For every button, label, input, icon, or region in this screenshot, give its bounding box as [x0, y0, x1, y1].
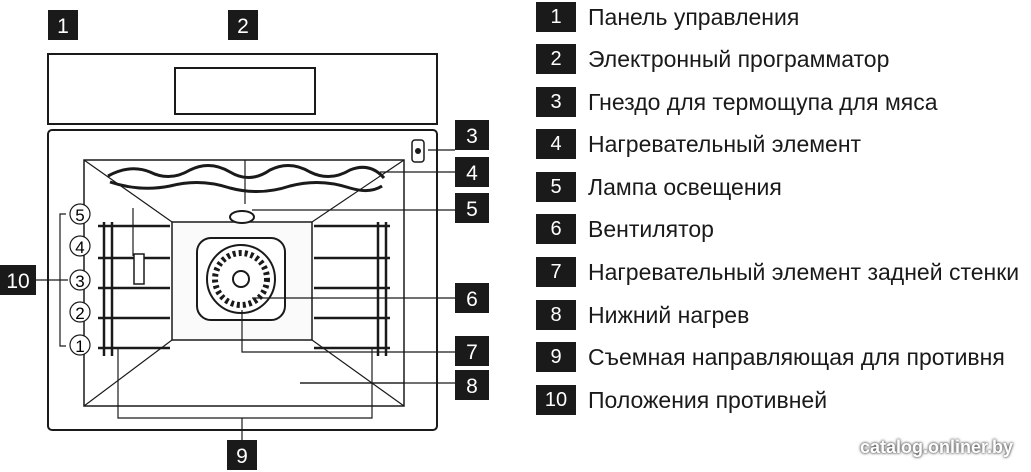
legend-label: Вентилятор	[588, 215, 714, 242]
legend-label: Гнездо для термощупа для мяса	[588, 88, 938, 115]
legend-number: 6	[536, 214, 576, 244]
callout-10: 10	[0, 265, 36, 295]
watermark: catalog.onliner.by	[859, 437, 1013, 457]
legend-item: 3 Гнездо для термощупа для мяса	[536, 87, 938, 117]
legend-number: 9	[536, 342, 576, 372]
legend-label: Нижний нагрев	[588, 301, 750, 328]
callout-4: 4	[455, 157, 489, 187]
legend-item: 8 Нижний нагрев	[536, 300, 749, 330]
shelf-support-right	[314, 222, 390, 356]
shelf-position-3: 3	[69, 269, 91, 291]
top-heating-element	[107, 164, 386, 193]
shelf-position-2: 2	[69, 301, 91, 323]
callout-5: 5	[455, 193, 489, 223]
svg-text:2: 2	[237, 15, 249, 38]
legend-number: 4	[536, 129, 576, 159]
legend-label: Съемная направляющая для противня	[588, 343, 1005, 370]
svg-text:9: 9	[236, 445, 248, 468]
oven-diagram: 5 4 3 2 1 1 2 3	[0, 10, 489, 470]
svg-text:10: 10	[6, 270, 29, 293]
legend-number: 3	[536, 87, 576, 117]
callout-3: 3	[455, 120, 489, 150]
legend-item: 6 Вентилятор	[536, 214, 714, 244]
legend-label: Нагревательный элемент	[588, 130, 862, 157]
callout-1: 1	[48, 10, 78, 40]
callout-6: 6	[455, 283, 489, 313]
legend-label: Положения противней	[588, 386, 828, 413]
svg-text:5: 5	[75, 206, 84, 225]
rear-element-bracket	[133, 253, 145, 285]
svg-text:4: 4	[75, 238, 84, 257]
fan-icon	[196, 237, 286, 321]
svg-text:2: 2	[75, 304, 84, 323]
svg-text:6: 6	[466, 288, 478, 311]
legend-number: 1	[536, 2, 576, 32]
legend-item: 10 Положения противней	[536, 385, 827, 415]
callout-2: 2	[228, 10, 258, 40]
legend-label: Панель управления	[588, 3, 800, 30]
svg-text:3: 3	[466, 125, 478, 148]
lamp	[229, 210, 255, 224]
legend-item: 1 Панель управления	[536, 2, 799, 32]
legend-item: 5 Лампа освещения	[536, 172, 782, 202]
svg-text:1: 1	[57, 15, 69, 38]
svg-text:1: 1	[75, 337, 84, 356]
legend-number: 10	[536, 385, 576, 415]
legend-label: Нагревательный элемент задней стенки	[588, 258, 1020, 285]
callout-9: 9	[227, 440, 257, 470]
legend-number: 2	[536, 44, 576, 74]
legend-number: 8	[536, 300, 576, 330]
svg-text:3: 3	[75, 272, 84, 291]
legend-item: 2 Электронный программатор	[536, 44, 889, 74]
legend-number: 5	[536, 172, 576, 202]
shelf-position-1: 1	[69, 334, 91, 356]
legend-label: Электронный программатор	[588, 45, 890, 72]
svg-text:7: 7	[466, 341, 478, 364]
shelf-position-5: 5	[69, 203, 91, 225]
legend-number: 7	[536, 257, 576, 287]
shelf-position-4: 4	[69, 235, 91, 257]
legend-item: 4 Нагревательный элемент	[536, 129, 861, 159]
svg-text:5: 5	[466, 198, 478, 221]
svg-text:4: 4	[466, 162, 478, 185]
legend-item: 9 Съемная направляющая для противня	[536, 342, 1005, 372]
meat-probe-socket-icon	[411, 139, 425, 163]
callout-8: 8	[455, 370, 489, 400]
svg-text:8: 8	[466, 375, 478, 398]
callout-7: 7	[455, 336, 489, 366]
programmer-display	[174, 67, 316, 115]
legend-item: 7 Нагревательный элемент задней стенки	[536, 257, 1019, 287]
legend-label: Лампа освещения	[588, 173, 782, 200]
